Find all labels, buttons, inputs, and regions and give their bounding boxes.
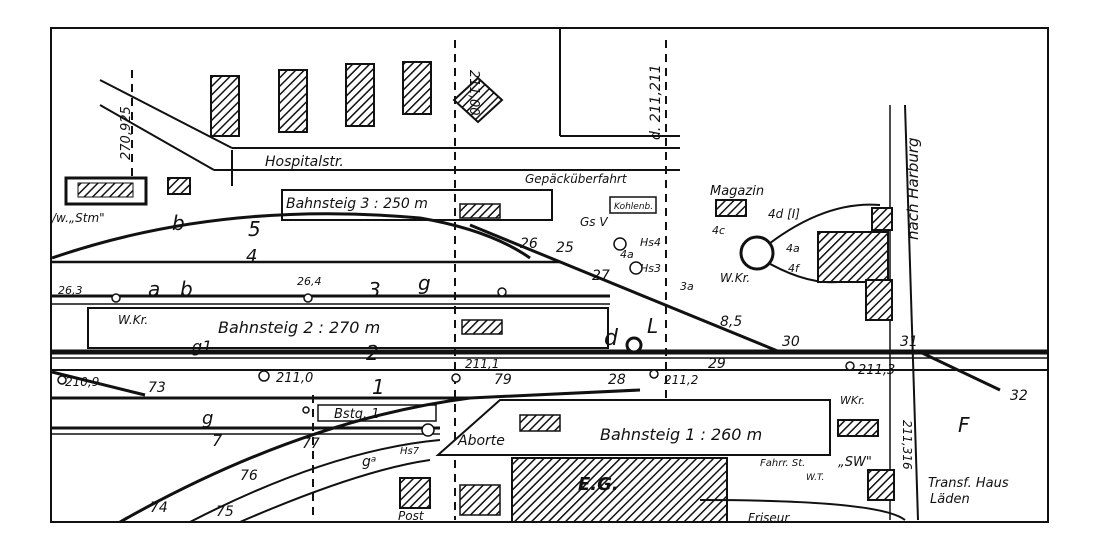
building-right: [817, 231, 889, 283]
label-aborte: Aborte: [457, 433, 505, 449]
switch-31: 31: [900, 334, 918, 350]
track-b: b: [172, 211, 185, 235]
platform-1: [435, 399, 831, 456]
magazin-building: [715, 199, 747, 217]
platform-2-label: Bahnsteig 2 : 270 m: [218, 318, 380, 337]
track-b2: b: [180, 277, 193, 301]
label-eg: E.G.: [578, 474, 619, 495]
switch-28: 28: [608, 372, 626, 388]
bstg-1-label: Bstg. 1: [334, 407, 380, 422]
track-a: a: [148, 277, 160, 301]
track-4: 4: [246, 246, 257, 267]
signal-wkr2: W.Kr.: [720, 271, 750, 285]
signal-4f: 4f: [788, 262, 801, 275]
switch-76: 76: [240, 468, 258, 484]
friseur-curve: [699, 499, 906, 521]
tracks: [51, 203, 1048, 524]
building: [345, 63, 375, 127]
switch-74: 74: [150, 500, 168, 516]
km-270925: 270,925: [119, 106, 134, 160]
track-3: 3: [368, 278, 381, 302]
signal-4c: 4c: [712, 224, 725, 237]
track-F: F: [958, 413, 970, 437]
label-magazin: Magazin: [710, 184, 764, 199]
platform-3: [281, 189, 553, 221]
switch-29: 29: [708, 356, 726, 372]
signal-gs: Gs V: [580, 215, 608, 229]
signal-wkr1: W.Kr.: [118, 313, 148, 327]
signal-hs7: Hs7: [400, 446, 420, 457]
track-g: g: [418, 271, 431, 295]
switch-25: 25: [556, 240, 574, 256]
track-7: 7: [212, 431, 223, 450]
switch-77: 77: [302, 436, 320, 452]
track-d: d: [604, 326, 619, 351]
km-2111: 211,1: [465, 357, 499, 371]
station-building: [511, 457, 728, 523]
markers: [57, 237, 855, 437]
km-2109: 210,9: [65, 375, 99, 389]
label-gepaeck: Gepäcküberfahrt: [525, 172, 628, 186]
track-2: 2: [366, 341, 379, 365]
signal-wkr3: WKr.: [840, 394, 865, 407]
switch-79: 79: [494, 372, 512, 388]
km-211211: d. 211,211: [648, 64, 664, 140]
label-post: Post: [398, 509, 425, 523]
platform-3-label: Bahnsteig 3 : 250 m: [286, 196, 428, 212]
turntable: [739, 235, 775, 271]
top-buildings: [210, 61, 504, 137]
km-264: 26,4: [297, 275, 322, 288]
switch-27: 27: [592, 268, 610, 284]
switch-73: 73: [148, 380, 166, 396]
signal-3a: 3a: [680, 280, 694, 293]
harburg-line: [904, 104, 919, 521]
signal-4a: 4a: [786, 242, 800, 255]
label-kohlen: Kohlenb.: [614, 202, 653, 212]
switch-30: 30: [782, 334, 800, 350]
label-nach-harburg: nach Harburg: [904, 137, 922, 240]
switch-32: 32: [1010, 388, 1028, 404]
label-transf: Transf. Haus: [928, 476, 1009, 491]
km-2112: 211,2: [664, 373, 698, 387]
signal-4d: 4d [I]: [768, 207, 800, 221]
street-hospitalstr: Hospitalstr.: [265, 154, 344, 170]
label-sw: „SW": [838, 455, 872, 470]
post-building: [399, 477, 431, 509]
kohlen-box: [609, 196, 657, 214]
track-1: 1: [372, 375, 385, 399]
signal-hs3: Hs3: [640, 262, 661, 275]
km-2113: 211,3: [858, 363, 895, 378]
building-diamond: [452, 76, 504, 124]
km-2110: 211,0: [276, 371, 313, 386]
km-21100: 211,00: [466, 70, 481, 116]
switch-26: 26: [520, 236, 538, 252]
label-laeden: Läden: [930, 492, 970, 507]
label-fahrst: Fahrr. St.: [760, 458, 805, 469]
track-g2: g: [202, 408, 213, 429]
track-L: L: [647, 314, 658, 338]
track-g1: g1: [192, 337, 212, 356]
switch-75: 75: [216, 504, 234, 520]
streets: [99, 28, 680, 186]
label-wt: W.T.: [806, 473, 824, 483]
platform-1-label: Bahnsteig 1 : 260 m: [600, 425, 762, 444]
switch-85: 8,5: [720, 314, 742, 330]
track-ga: gᵃ: [362, 454, 376, 470]
track-5: 5: [248, 217, 261, 241]
label-friseur: Friseur: [748, 511, 790, 525]
building: [210, 75, 240, 137]
building: [278, 69, 308, 133]
platform-2: [87, 307, 609, 349]
label-stm: /w.„Stm": [51, 211, 105, 225]
building: [402, 61, 432, 115]
signal-hs4: Hs4: [640, 236, 661, 249]
bstg-1: [317, 404, 437, 422]
signal-4a2: 4a: [620, 248, 634, 261]
km-263: 26,3: [58, 284, 83, 297]
km-211316: 211,316: [900, 420, 914, 470]
